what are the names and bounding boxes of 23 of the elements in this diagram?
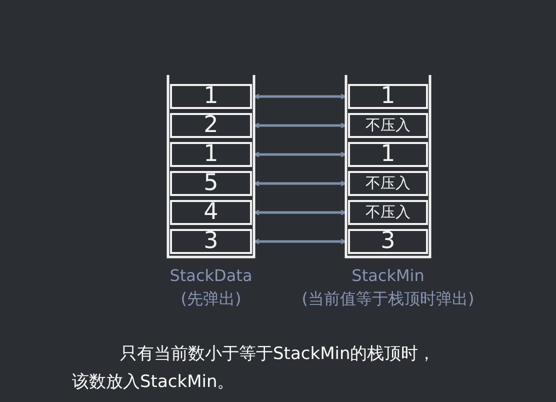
stack-cell: 3 bbox=[170, 229, 252, 254]
stack-cell: 4 bbox=[170, 200, 252, 225]
stack-name: StackMin bbox=[352, 266, 424, 286]
stack-note: (先弹出) bbox=[180, 289, 242, 309]
note-text: 只有当前数小于等于StackMin的栈顶时，该数放入StackMin。 bbox=[72, 343, 436, 394]
stack-cell: 1 bbox=[170, 84, 252, 109]
stack-cell: 1 bbox=[348, 84, 428, 109]
double-arrow bbox=[254, 93, 346, 100]
stack-cell: 不压入 bbox=[348, 200, 428, 225]
stack-cell: 2 bbox=[170, 113, 252, 138]
stack-cell: 不压入 bbox=[348, 113, 428, 138]
double-arrow bbox=[254, 122, 346, 129]
stack-cell: 不压入 bbox=[348, 171, 428, 196]
double-arrow bbox=[254, 209, 346, 216]
stack-cell: 5 bbox=[170, 171, 252, 196]
stack-cell: 1 bbox=[348, 142, 428, 167]
double-arrow bbox=[254, 151, 346, 158]
stack-cell: 1 bbox=[170, 142, 252, 167]
double-arrow bbox=[254, 180, 346, 187]
stack-cell: 3 bbox=[348, 229, 428, 254]
stack-name: StackData bbox=[170, 266, 252, 286]
double-arrow bbox=[254, 238, 346, 245]
stack-note: (当前值等于栈顶时弹出) bbox=[302, 289, 474, 309]
